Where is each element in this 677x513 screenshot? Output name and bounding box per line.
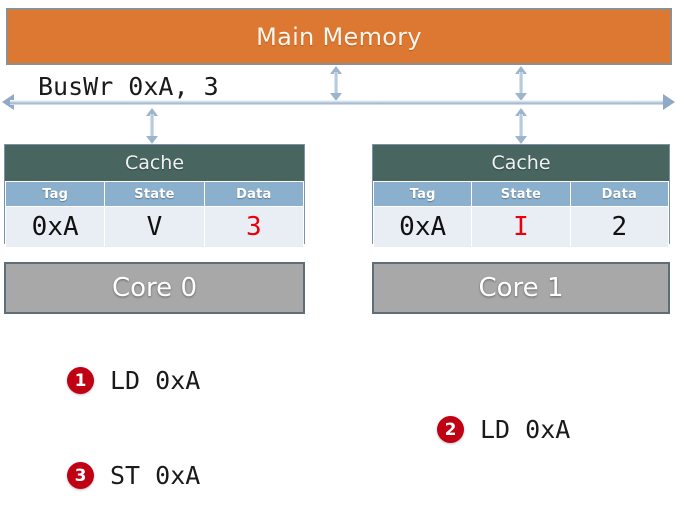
- cache0-header-data: Data: [203, 181, 305, 207]
- cache0-value-state: V: [104, 206, 205, 248]
- connector-shaft: [150, 114, 154, 138]
- table-row: 0xA I 2: [372, 206, 670, 248]
- step-badge-1: 1: [67, 367, 94, 394]
- cache-header-row: Tag State Data: [4, 181, 305, 207]
- connector-memory-bus-right-icon: [514, 66, 528, 101]
- step-item-1: 1 LD 0xA: [67, 366, 200, 395]
- connector-bus-cache0-icon: [145, 108, 159, 144]
- cache-table-0: Tag State Data 0xA V 3: [4, 181, 305, 248]
- bus-arrow-left-icon: [2, 94, 14, 110]
- cache-table-1: Tag State Data 0xA I 2: [372, 181, 670, 248]
- cache1-header-state: State: [471, 181, 571, 207]
- table-row: 0xA V 3: [4, 206, 305, 248]
- core-block-0: Core 0: [4, 262, 305, 314]
- arrow-up-icon: [330, 66, 342, 74]
- cache-header-row: Tag State Data: [372, 181, 670, 207]
- arrow-down-icon: [146, 136, 158, 144]
- step-text-1: LD 0xA: [110, 366, 201, 395]
- main-memory-label: Main Memory: [256, 22, 422, 51]
- arrow-up-icon: [515, 108, 527, 116]
- cache0-value-tag: 0xA: [4, 206, 106, 248]
- step-badge-2: 2: [437, 416, 464, 443]
- main-memory-block: Main Memory: [6, 8, 672, 65]
- bus-arrow-right-icon: [663, 94, 675, 110]
- connector-memory-bus-left-icon: [329, 66, 343, 101]
- bus-transaction-label: BusWr 0xA, 3: [38, 72, 219, 101]
- connector-shaft: [334, 72, 338, 95]
- cache-title-0: Cache: [5, 145, 304, 181]
- cache1-header-tag: Tag: [372, 181, 473, 207]
- bus-line: [10, 100, 667, 105]
- arrow-up-icon: [515, 66, 527, 74]
- step-text-2: LD 0xA: [480, 415, 571, 444]
- core-block-1: Core 1: [372, 262, 670, 314]
- cache0-header-state: State: [104, 181, 205, 207]
- step-item-2: 2 LD 0xA: [437, 415, 570, 444]
- connector-bus-cache1-icon: [514, 108, 528, 144]
- connector-shaft: [519, 114, 523, 138]
- cache-block-0: Cache Tag State Data 0xA V 3: [4, 144, 305, 248]
- cache1-value-tag: 0xA: [372, 206, 473, 248]
- core-0-label: Core 0: [112, 273, 197, 303]
- cache1-value-state: I: [471, 206, 571, 248]
- cache-title-1: Cache: [373, 145, 669, 181]
- connector-shaft: [519, 72, 523, 95]
- arrow-down-icon: [330, 93, 342, 101]
- cache0-value-data: 3: [203, 206, 305, 248]
- arrow-down-icon: [515, 136, 527, 144]
- arrow-down-icon: [515, 93, 527, 101]
- cache-block-1: Cache Tag State Data 0xA I 2: [372, 144, 670, 248]
- cache0-header-tag: Tag: [4, 181, 106, 207]
- step-item-3: 3 ST 0xA: [67, 461, 200, 490]
- step-text-3: ST 0xA: [110, 461, 201, 490]
- core-1-label: Core 1: [478, 273, 564, 303]
- arrow-up-icon: [146, 108, 158, 116]
- cache1-header-data: Data: [569, 181, 670, 207]
- cache1-value-data: 2: [569, 206, 670, 248]
- step-badge-3: 3: [67, 462, 94, 489]
